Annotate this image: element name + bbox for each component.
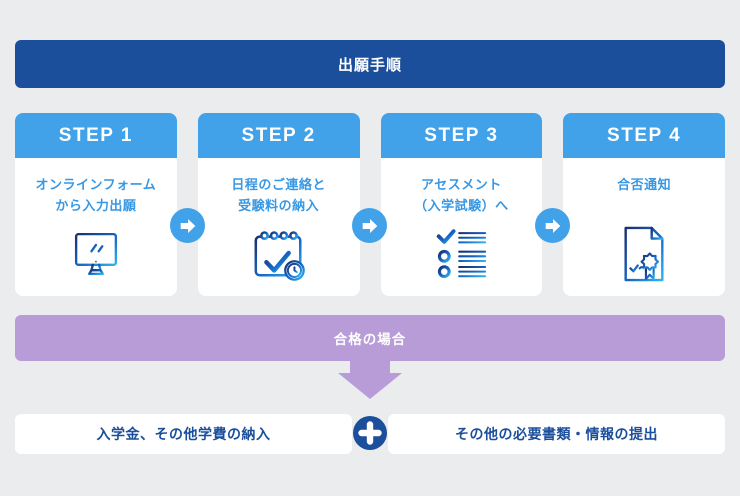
procedure-title-bar: 出願手順 <box>15 40 725 88</box>
right-arrow-icon <box>170 208 205 243</box>
calendar-check-icon <box>248 220 310 296</box>
right-arrow-icon <box>352 208 387 243</box>
monitor-edit-icon <box>67 220 125 296</box>
step-3-body: アセスメント （入学試験）へ <box>381 158 543 296</box>
step-card-2: STEP 2 日程のご連絡と 受験料の納入 <box>197 113 360 296</box>
step-1-label: STEP 1 <box>58 124 133 146</box>
step-card-3: STEP 3 アセスメント （入学試験）へ <box>380 113 543 296</box>
step-1-body: オンラインフォーム から入力出願 <box>15 158 177 296</box>
down-arrow-icon <box>338 360 402 399</box>
step-3-header: STEP 3 <box>380 113 543 158</box>
step-2-body: 日程のご連絡と 受験料の納入 <box>198 158 360 296</box>
step-2-label: STEP 2 <box>241 124 316 146</box>
step-card-1: STEP 1 オンラインフォーム から入力出願 <box>15 113 177 296</box>
tuition-payment-box: 入学金、その他学費の納入 <box>15 414 352 454</box>
steps-row: STEP 1 オンラインフォーム から入力出願 <box>15 113 725 296</box>
pass-banner-label: 合格の場合 <box>333 332 407 347</box>
step-3-label: STEP 3 <box>424 124 499 146</box>
step-4-body: 合否通知 <box>563 158 725 296</box>
documents-submission-label: その他の必要書類・情報の提出 <box>455 426 658 442</box>
plus-icon <box>353 416 387 450</box>
step-3-description: アセスメント （入学試験）へ <box>414 177 509 213</box>
step-4-description: 合否通知 <box>617 177 672 192</box>
step-4-header: STEP 4 <box>563 113 725 158</box>
certificate-icon <box>617 220 671 296</box>
step-1-header: STEP 1 <box>15 113 177 158</box>
tuition-payment-label: 入学金、その他学費の納入 <box>96 426 271 442</box>
checklist-icon <box>433 220 489 296</box>
step-1-description: オンラインフォーム から入力出願 <box>35 177 157 213</box>
documents-submission-box: その他の必要書類・情報の提出 <box>388 414 725 454</box>
right-arrow-icon <box>535 208 570 243</box>
step-2-description: 日程のご連絡と 受験料の納入 <box>231 177 326 213</box>
step-card-4: STEP 4 合否通知 <box>563 113 725 296</box>
step-4-label: STEP 4 <box>607 124 682 146</box>
pass-banner: 合格の場合 <box>15 315 725 361</box>
step-2-header: STEP 2 <box>197 113 360 158</box>
procedure-title: 出願手順 <box>337 56 402 74</box>
